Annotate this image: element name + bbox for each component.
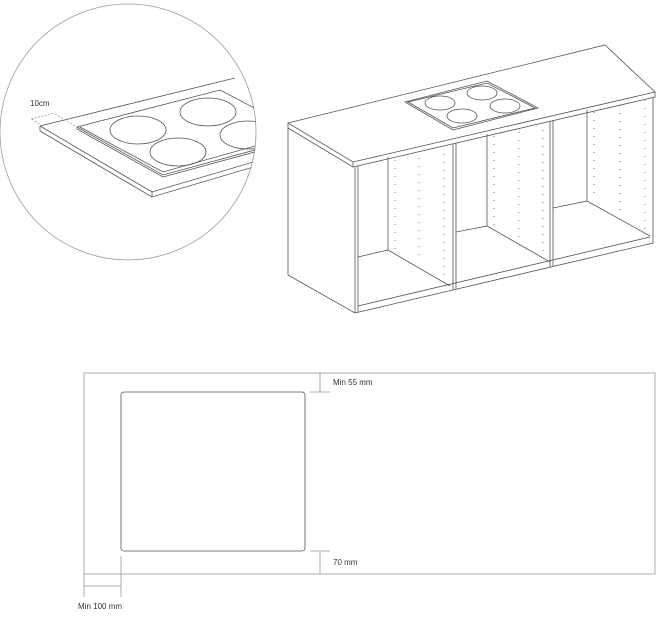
burner (149, 137, 207, 167)
hob (403, 80, 540, 131)
kitchen-island (286, 44, 656, 314)
vertical-dimension-lines (310, 373, 330, 574)
countertop-outline (83, 372, 656, 575)
detail-inset (0, 3, 257, 261)
horizontal-dimension-lines (83, 556, 122, 597)
inset-hob (76, 89, 256, 178)
inset-countertop (39, 77, 256, 198)
side-margin-label: Min 100 mm (78, 602, 123, 611)
burner (489, 98, 521, 114)
hob-cutout (120, 391, 306, 552)
burner (466, 85, 498, 101)
burner (446, 108, 478, 124)
countertop (286, 44, 656, 168)
cutout-plan (83, 372, 656, 597)
burner (109, 115, 167, 145)
inset-dimension (30, 112, 79, 129)
top-margin-label: Min 55 mm (333, 378, 373, 387)
edge-distance-label: 10cm (30, 99, 50, 108)
burner (424, 95, 456, 111)
cabinet-carcass (287, 97, 654, 314)
bottom-margin-label: 70 mm (333, 558, 358, 567)
burner (179, 97, 237, 127)
burner (219, 120, 256, 150)
